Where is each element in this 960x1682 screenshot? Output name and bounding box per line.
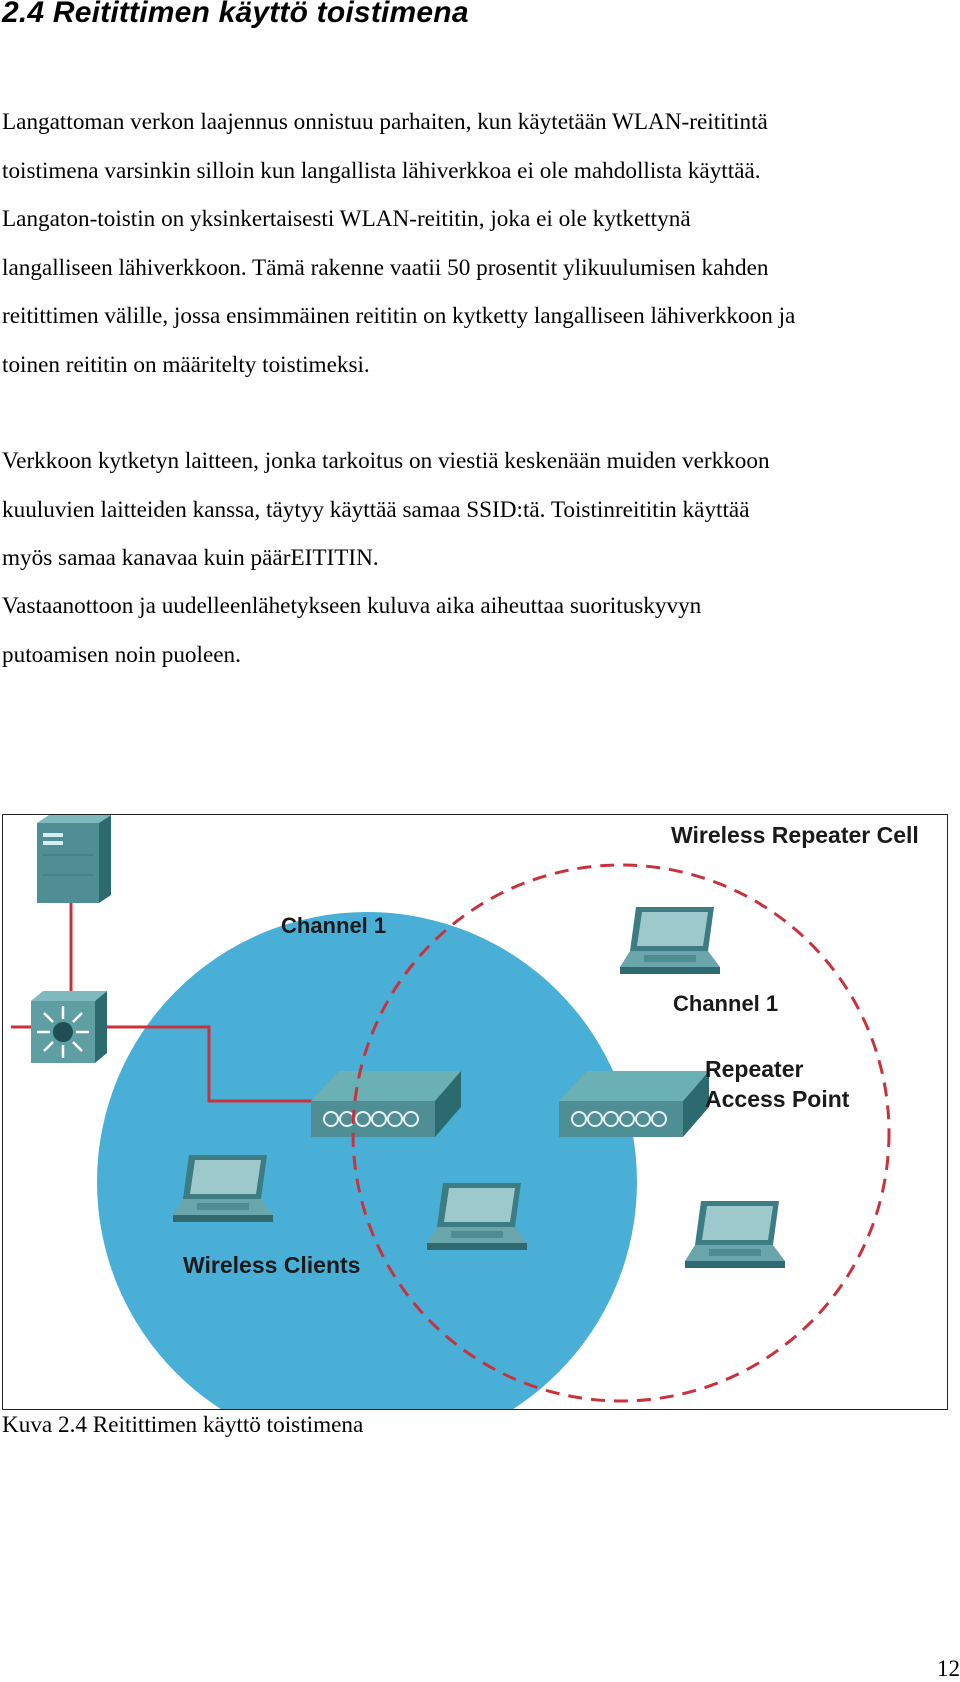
figure-caption: Kuva 2.4 Reitittimen käyttö toistimena (2, 1412, 364, 1438)
text-line: putoamisen noin puoleen. (2, 641, 241, 668)
diagram-canvas: Wireless Repeater Cell Channel 1 Channel… (11, 815, 919, 1409)
server-icon (37, 815, 111, 903)
wireless-cell (97, 912, 637, 1409)
text-line: kuuluvien laitteiden kanssa, täytyy käyt… (2, 496, 750, 523)
laptop-icon (620, 907, 720, 974)
switch-icon (31, 991, 107, 1063)
text-line: reitittimen välille, jossa ensimmäinen r… (2, 303, 796, 329)
section-heading: 2.4 Reitittimen käyttö toistimena (2, 0, 469, 29)
page-number: 12 (937, 1656, 960, 1681)
clients-label: Wireless Clients (183, 1252, 360, 1278)
text-line: toistimena varsinkin silloin kun langall… (2, 157, 761, 184)
channel-label: Channel 1 (673, 991, 778, 1016)
paragraph-wlan-repeater: Langattoman verkon laajennus onnistuu pa… (2, 98, 958, 389)
repeater-cell-label: Wireless Repeater Cell (671, 822, 919, 848)
laptop-icon (685, 1201, 785, 1268)
text-line: langalliseen lähiverkkoon. Tämä rakenne … (2, 254, 769, 281)
repeater-cell-boundary (351, 863, 891, 1403)
text-line: Verkkoon kytketyn laitteen, jonka tarkoi… (2, 448, 770, 474)
repeater-diagram: Wireless Repeater Cell Channel 1 Channel… (2, 814, 948, 1410)
repeater-ap-label: Repeater (705, 1056, 803, 1082)
text-line: myös samaa kanavaa kuin päärEITITIN. (2, 545, 379, 571)
repeater-access-point-icon (558, 1070, 710, 1138)
repeater-ap-label: Access Point (705, 1086, 850, 1112)
text-line: toinen reititin on määritelty toistimeks… (2, 351, 370, 378)
laptop-icon (173, 1155, 273, 1222)
text-line: Langaton-toistin on yksinkertaisesti WLA… (2, 206, 691, 232)
text-line: Vastaanottoon ja uudelleenlähetykseen ku… (2, 593, 702, 619)
laptop-icon (427, 1183, 527, 1250)
access-point-icon (310, 1070, 462, 1138)
paragraph-performance: Vastaanottoon ja uudelleenlähetykseen ku… (2, 582, 958, 679)
paragraph-ssid: Verkkoon kytketyn laitteen, jonka tarkoi… (2, 437, 958, 583)
channel-label: Channel 1 (281, 913, 386, 938)
wired-link-access-point (99, 1025, 313, 1103)
text-line: Langattoman verkon laajennus onnistuu pa… (2, 109, 768, 135)
